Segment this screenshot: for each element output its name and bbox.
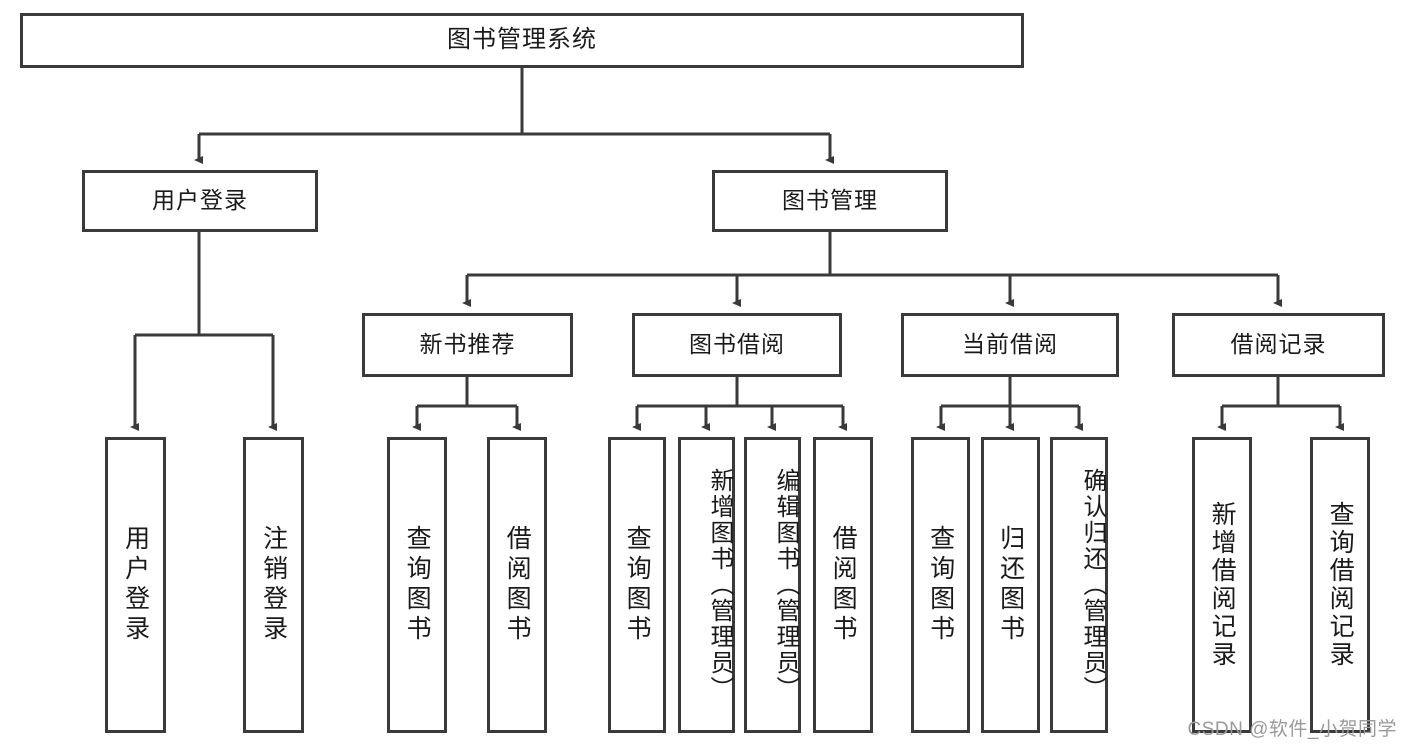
leaf-return-book[interactable]: 归还图书 bbox=[981, 437, 1040, 733]
leaf-query-book-borrow[interactable]: 查询图书 bbox=[608, 437, 666, 733]
node-book-management[interactable]: 图书管理 bbox=[712, 170, 948, 232]
leaf-add-book-admin[interactable]: 新增图书（管理员） bbox=[678, 437, 735, 733]
leaf-add-borrow-record[interactable]: 新增借阅记录 bbox=[1192, 437, 1252, 733]
node-current-borrow[interactable]: 当前借阅 bbox=[901, 313, 1119, 377]
leaf-confirm-return-admin[interactable]: 确认归还（管理员） bbox=[1050, 437, 1108, 733]
leaf-borrow-book-recommend[interactable]: 借阅图书 bbox=[487, 437, 547, 733]
csdn-watermark: CSDN @软件_小贺同学 bbox=[1187, 719, 1397, 740]
leaf-query-book-current[interactable]: 查询图书 bbox=[911, 437, 970, 733]
node-root[interactable]: 图书管理系统 bbox=[20, 13, 1024, 68]
leaf-borrow-book-borrow[interactable]: 借阅图书 bbox=[813, 437, 873, 733]
node-borrow-record[interactable]: 借阅记录 bbox=[1172, 313, 1385, 377]
node-new-book-recommend[interactable]: 新书推荐 bbox=[362, 313, 573, 377]
leaf-user-login[interactable]: 用户登录 bbox=[105, 437, 166, 733]
leaf-logout[interactable]: 注销登录 bbox=[243, 437, 304, 733]
leaf-query-borrow-record[interactable]: 查询借阅记录 bbox=[1310, 437, 1370, 733]
leaf-edit-book-admin[interactable]: 编辑图书（管理员） bbox=[744, 437, 801, 733]
node-book-borrow[interactable]: 图书借阅 bbox=[632, 313, 842, 377]
leaf-query-book-recommend[interactable]: 查询图书 bbox=[387, 437, 447, 733]
node-user-login[interactable]: 用户登录 bbox=[82, 170, 318, 232]
